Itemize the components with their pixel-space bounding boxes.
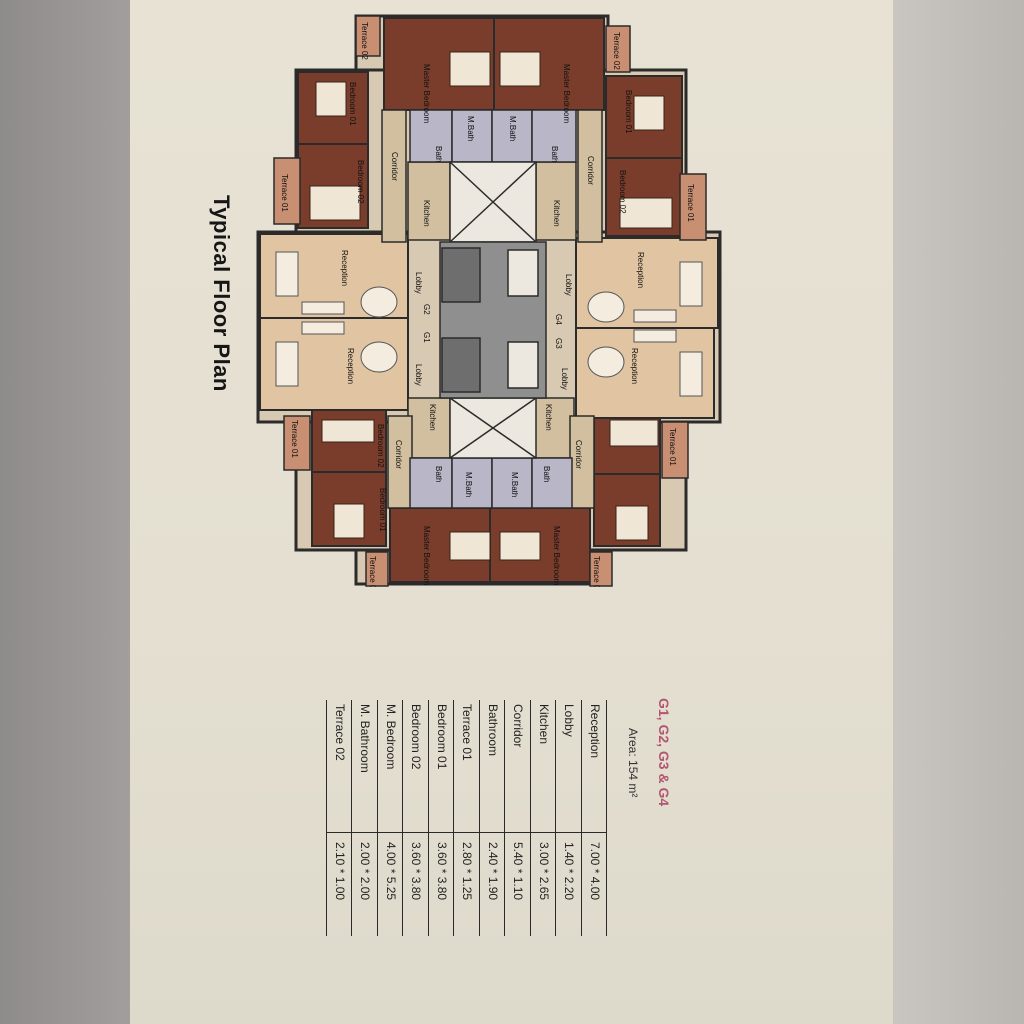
room-name: M. Bathroom — [358, 704, 373, 773]
svg-text:Reception: Reception — [630, 348, 639, 384]
page-title: Typical Floor Plan — [209, 195, 234, 392]
svg-text:Bedroom 01: Bedroom 01 — [378, 488, 387, 532]
svg-text:Lobby: Lobby — [564, 274, 573, 296]
svg-text:G1: G1 — [422, 332, 431, 343]
svg-text:M.Bath: M.Bath — [466, 116, 475, 141]
table-row: Terrace 02 2.10 * 1.00 — [326, 700, 352, 936]
room-name: Bathroom — [486, 704, 500, 757]
svg-text:Reception: Reception — [340, 250, 349, 286]
table-row: Bathroom 2.40 * 1.90 — [479, 700, 505, 936]
svg-text:Reception: Reception — [636, 252, 645, 288]
background-right — [893, 0, 1024, 1024]
svg-text:Master Bedroom: Master Bedroom — [562, 64, 571, 123]
table-row: Corridor 5.40 * 1.10 — [504, 700, 531, 936]
room-name: M. Bedroom — [384, 704, 398, 770]
table-row: M. Bathroom 2.00 * 2.00 — [351, 700, 378, 936]
svg-text:Bedroom 01: Bedroom 01 — [624, 90, 633, 134]
room-dimensions: 1.40 * 2.20 — [562, 842, 577, 901]
floor-plan-drawing: Master Bedroom Master Bedroom Master Bed… — [256, 14, 722, 587]
room-name: Lobby — [562, 704, 577, 737]
svg-text:M.Bath: M.Bath — [510, 472, 519, 497]
svg-text:Kitchen: Kitchen — [428, 404, 437, 431]
svg-text:Kitchen: Kitchen — [544, 404, 553, 431]
svg-text:Corridor: Corridor — [394, 440, 403, 469]
room-size-table: Reception 7.00 * 4.00 Lobby 1.40 * 2.20 Kitc… — [326, 700, 607, 936]
svg-text:Bedroom 02: Bedroom 02 — [376, 424, 385, 468]
svg-text:Bedroom 01: Bedroom 01 — [348, 82, 357, 126]
table-row: Bedroom 02 3.60 * 3.80 — [402, 700, 429, 936]
room-dimensions: 2.00 * 2.00 — [358, 842, 373, 901]
svg-text:Terrace 02: Terrace 02 — [368, 556, 377, 587]
svg-text:M.Bath: M.Bath — [464, 472, 473, 497]
svg-text:Kitchen: Kitchen — [422, 200, 431, 227]
plan-room-labels: Master Bedroom Master Bedroom Master Bed… — [280, 22, 695, 587]
room-name: Terrace 02 — [333, 704, 347, 761]
room-dimensions: 4.00 * 5.25 — [384, 842, 398, 901]
svg-text:Terrace 02: Terrace 02 — [360, 22, 369, 60]
svg-text:G4: G4 — [554, 314, 563, 325]
room-dimensions: 2.80 * 1.25 — [460, 842, 475, 901]
background-left — [0, 0, 130, 1024]
svg-text:Lobby: Lobby — [414, 364, 423, 386]
svg-text:Terrace 02: Terrace 02 — [592, 556, 601, 587]
svg-text:Bath: Bath — [542, 466, 551, 482]
svg-text:M.Bath: M.Bath — [508, 116, 517, 141]
svg-text:Terrace 01: Terrace 01 — [290, 420, 299, 458]
svg-text:Terrace 02: Terrace 02 — [612, 32, 621, 70]
room-dimensions: 2.10 * 1.00 — [333, 842, 347, 901]
svg-text:Master Bedroom: Master Bedroom — [422, 64, 431, 123]
svg-text:Terrace 01: Terrace 01 — [280, 174, 289, 212]
table-row: M. Bedroom 4.00 * 5.25 — [377, 700, 403, 936]
room-dimensions: 3.00 * 2.65 — [537, 842, 551, 901]
svg-text:Bath: Bath — [550, 146, 559, 162]
room-dimensions: 3.60 * 3.80 — [435, 842, 449, 901]
room-dimensions: 5.40 * 1.10 — [511, 842, 526, 901]
room-name: Bedroom 02 — [409, 704, 424, 770]
room-name: Corridor — [511, 704, 526, 748]
svg-text:Bedroom 02: Bedroom 02 — [356, 160, 365, 204]
svg-text:Corridor: Corridor — [586, 156, 595, 185]
table-row: Terrace 01 2.80 * 1.25 — [453, 700, 480, 936]
room-name: Terrace 01 — [460, 704, 475, 761]
svg-text:Bath: Bath — [434, 466, 443, 482]
svg-text:Kitchen: Kitchen — [552, 200, 561, 227]
unit-heading: G1, G2, G3 & G4 — [656, 698, 672, 807]
room-dimensions: 7.00 * 4.00 — [588, 842, 602, 901]
table-row: Lobby 1.40 * 2.20 — [555, 700, 582, 936]
svg-text:Bedroom 02: Bedroom 02 — [618, 170, 627, 214]
svg-text:Bath: Bath — [434, 146, 443, 162]
room-name: Bedroom 01 — [435, 704, 449, 770]
svg-text:Terrace 01: Terrace 01 — [668, 428, 677, 466]
room-name: Kitchen — [537, 704, 551, 745]
svg-text:G3: G3 — [554, 338, 563, 349]
svg-text:Lobby: Lobby — [414, 272, 423, 294]
svg-text:Terrace 01: Terrace 01 — [686, 184, 695, 222]
floor-plan: Master Bedroom Master Bedroom Master Bed… — [254, 12, 724, 587]
room-dimensions: 2.40 * 1.90 — [486, 842, 500, 901]
room-name: Reception — [588, 704, 602, 759]
unit-area: Area: 154 m² — [626, 728, 640, 798]
svg-text:Reception: Reception — [346, 348, 355, 384]
table-row: Kitchen 3.00 * 2.65 — [530, 700, 556, 936]
table-row: Bedroom 01 3.60 * 3.80 — [428, 700, 454, 936]
svg-text:Master Bedroom: Master Bedroom — [552, 526, 561, 585]
room-dimensions: 3.60 * 3.80 — [409, 842, 424, 901]
svg-text:Corridor: Corridor — [390, 152, 399, 181]
table-row: Reception 7.00 * 4.00 — [581, 700, 607, 936]
svg-text:Corridor: Corridor — [574, 440, 583, 469]
svg-text:Master Bedroom: Master Bedroom — [422, 526, 431, 585]
svg-text:G2: G2 — [422, 304, 431, 315]
svg-text:Lobby: Lobby — [560, 368, 569, 390]
